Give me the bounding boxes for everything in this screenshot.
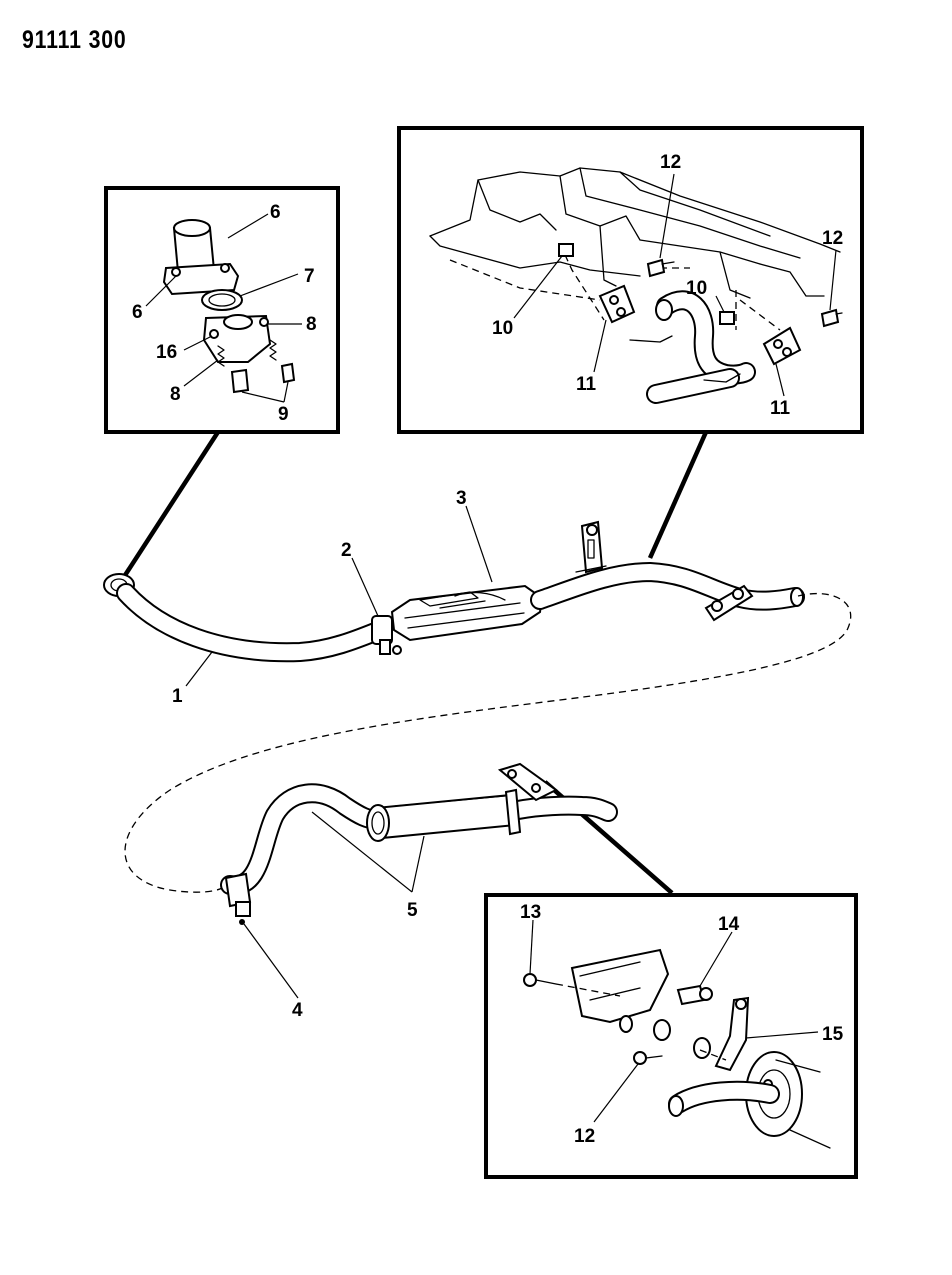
callout-14: 14	[718, 914, 740, 935]
diagram-code: 91111 300	[22, 26, 127, 54]
callout-4: 4	[292, 1000, 303, 1021]
tailpipe-hanger	[497, 762, 558, 802]
callout-11-left: 11	[576, 374, 597, 395]
callout-9: 9	[278, 404, 289, 425]
callout-10-left: 10	[492, 318, 513, 339]
callout-numbers: 1 2 3 4 5 6 6 7 8 16 8 9 12 12 10 10 11 …	[132, 152, 844, 1147]
callout-5: 5	[407, 900, 418, 921]
callout-10-mid: 10	[686, 278, 707, 299]
callout-16: 16	[156, 342, 177, 363]
callout-6-left: 6	[132, 302, 143, 323]
inset-hanger-brackets	[397, 126, 864, 434]
inset-front-flange	[104, 186, 340, 434]
inset-tailpipe-hanger	[484, 893, 858, 1179]
callout-2: 2	[341, 540, 352, 561]
callout-1: 1	[172, 686, 183, 707]
callout-3: 3	[456, 488, 467, 509]
callout-6-top: 6	[270, 202, 281, 223]
callout-13: 13	[520, 902, 541, 923]
callout-7: 7	[304, 266, 315, 287]
callout-leaders	[145, 173, 837, 1123]
exhaust-routing-line	[124, 592, 852, 893]
front-exhaust-pipe	[103, 573, 385, 663]
hanger-isolator-pipe	[704, 584, 754, 622]
rear-pipe-and-muffler	[220, 783, 618, 896]
catalytic-converter	[390, 584, 544, 642]
rear-clamp	[224, 872, 252, 925]
callout-8-left: 8	[170, 384, 181, 405]
callout-15: 15	[822, 1024, 844, 1045]
intermediate-pipe	[530, 562, 805, 611]
hanger-bracket-upright	[575, 520, 607, 574]
callout-12-bottom: 12	[574, 1126, 595, 1147]
callout-12-right: 12	[822, 228, 843, 249]
callout-8-right: 8	[306, 314, 317, 335]
callout-12-top: 12	[660, 152, 681, 173]
callout-11-right: 11	[770, 398, 791, 419]
pipe-clamp-front	[371, 615, 402, 655]
